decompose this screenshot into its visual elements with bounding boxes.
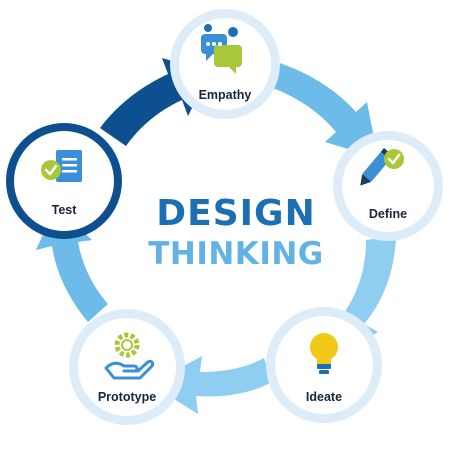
stage-label-prototype: Prototype	[98, 390, 156, 404]
stage-prototype: Prototype	[69, 309, 185, 425]
checklist-document-icon	[41, 150, 82, 182]
stage-ideate: Ideate	[266, 307, 382, 423]
diagram-title: DESIGN THINKING	[148, 193, 324, 272]
arrow-empathy-to-define	[255, 56, 378, 158]
lightbulb-icon	[310, 333, 338, 374]
title-line-1: DESIGN	[156, 193, 315, 234]
stage-label-test: Test	[52, 203, 78, 217]
title-line-2: THINKING	[148, 236, 324, 272]
stage-empathy: Empathy	[170, 9, 280, 119]
stage-define: Define	[333, 131, 443, 241]
pencil-check-icon	[360, 148, 404, 186]
stage-test: Test	[6, 123, 122, 239]
stage-label-define: Define	[369, 207, 407, 221]
chat-bubbles-icon	[201, 24, 242, 74]
stage-label-ideate: Ideate	[306, 390, 342, 404]
gear-hand-icon	[104, 332, 155, 380]
stage-label-empathy: Empathy	[199, 88, 252, 102]
